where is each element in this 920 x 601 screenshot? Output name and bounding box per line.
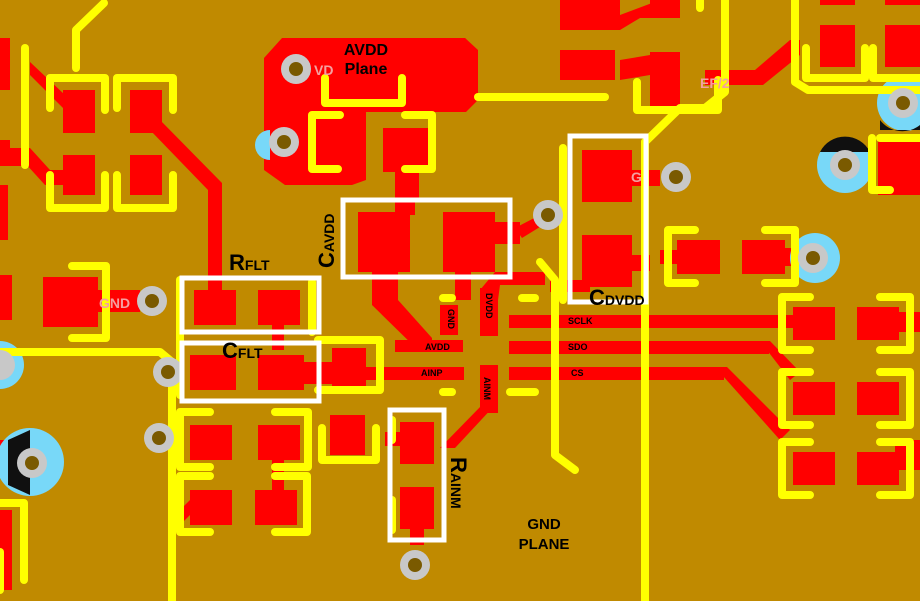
svg-text:Plane: Plane	[345, 61, 388, 78]
label-rainm: RAINM	[446, 457, 471, 509]
via	[269, 127, 299, 157]
avdd-plane-label: AVDD Plane	[344, 42, 388, 78]
via	[533, 200, 563, 230]
via	[17, 448, 47, 478]
via	[281, 54, 311, 84]
label-cdvdd: CDVDD	[589, 285, 645, 310]
via	[400, 550, 430, 580]
via	[888, 88, 918, 118]
via	[661, 162, 691, 192]
via	[0, 350, 15, 380]
sclk-trace	[509, 315, 809, 328]
via	[830, 150, 860, 180]
avdd-plane-pour	[264, 38, 478, 185]
pin-label-sclk: SCLK	[568, 316, 593, 326]
pin-label-sdo: SDO	[568, 342, 588, 352]
highlight-outlines	[179, 133, 649, 543]
ic-pin-avdd-pad	[395, 340, 463, 352]
pin-label-ainm: AINM	[482, 377, 492, 400]
pin-label-avdd: AVDD	[425, 342, 450, 352]
rainm-outline	[387, 407, 447, 543]
via	[137, 286, 167, 316]
pin-label-dvdd: DVDD	[484, 293, 494, 319]
ic-pin-ainm-pad	[480, 365, 498, 413]
pin-label-ainp: AINP	[421, 368, 443, 378]
ic-pin-dvdd-pad	[480, 288, 498, 336]
label-cflt: CFLT	[222, 338, 263, 363]
svg-text:AVDD: AVDD	[344, 42, 388, 59]
pin-label-cs: CS	[571, 368, 584, 378]
ic-pin-ainp-pad	[330, 367, 464, 380]
faint-label-g-right: G	[631, 169, 642, 185]
cs-trace	[509, 367, 724, 380]
pin-label-gnd: GND	[446, 309, 456, 330]
rflt-outline	[179, 275, 322, 335]
svg-text:GND: GND	[527, 516, 561, 533]
cflt-outline	[179, 340, 322, 404]
gnd-plane-label: GND PLANE	[519, 516, 570, 553]
sdo-trace	[509, 341, 769, 354]
via	[144, 423, 174, 453]
via	[798, 243, 828, 273]
vias	[0, 54, 918, 580]
cavdd-outline	[340, 197, 513, 280]
label-rflt: RFLT	[229, 250, 270, 275]
ic-pin-gnd-pad	[440, 305, 458, 335]
faint-label-vd: VD	[314, 62, 333, 78]
cdvdd-outline	[567, 133, 649, 305]
faint-label-gnd-left: GND	[99, 295, 130, 311]
via	[153, 357, 183, 387]
svg-text:PLANE: PLANE	[519, 536, 570, 553]
label-cavdd: CAVDD	[314, 213, 339, 268]
faint-label-ref: EF/2	[700, 75, 730, 91]
